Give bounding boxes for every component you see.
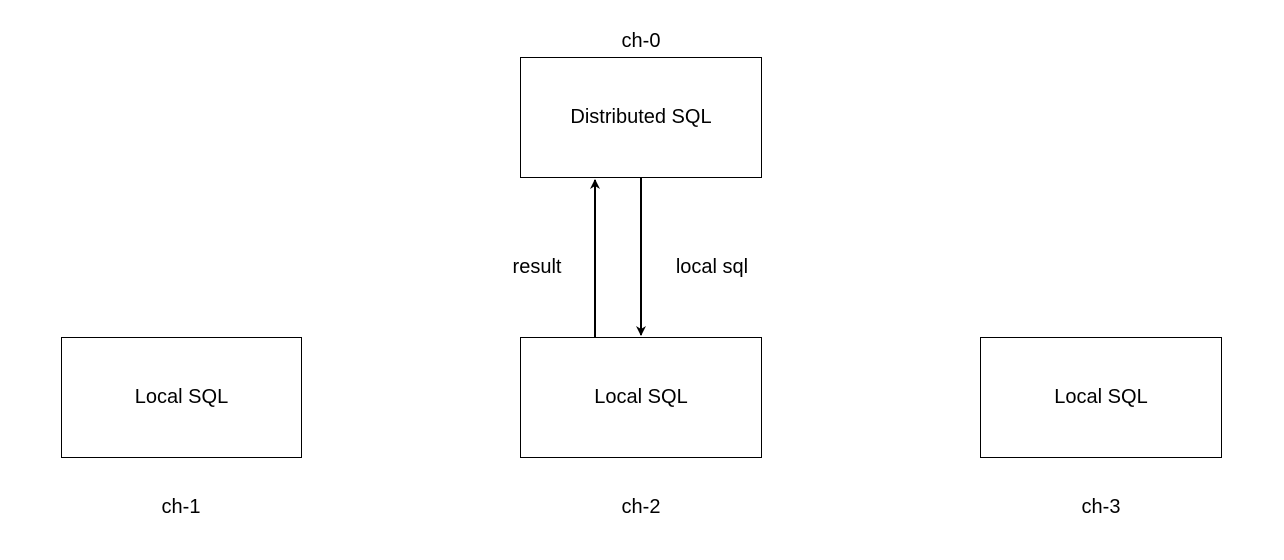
edge-label-local-sql: local sql	[675, 256, 749, 278]
local-sql-text-ch-2: Local SQL	[594, 386, 688, 408]
node-label-ch-1: ch-1	[161, 496, 201, 518]
local-sql-box-ch-3[interactable]: Local SQL	[980, 337, 1222, 458]
edge-label-result: result	[512, 256, 562, 278]
distributed-sql-box[interactable]: Distributed SQL	[520, 57, 762, 178]
local-sql-box-ch-2[interactable]: Local SQL	[520, 337, 762, 458]
local-sql-box-ch-1[interactable]: Local SQL	[61, 337, 302, 458]
node-label-ch-0: ch-0	[621, 30, 661, 52]
distributed-sql-text: Distributed SQL	[570, 106, 712, 128]
node-label-ch-2: ch-2	[621, 496, 661, 518]
local-sql-text-ch-3: Local SQL	[1054, 386, 1148, 408]
local-sql-text-ch-1: Local SQL	[134, 386, 229, 408]
node-label-ch-3: ch-3	[1081, 496, 1121, 518]
